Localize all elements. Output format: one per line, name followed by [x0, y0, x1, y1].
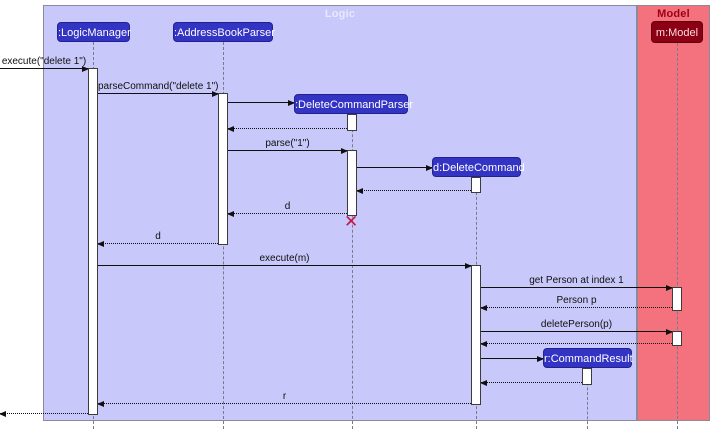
frame-model: Model: [637, 5, 710, 421]
arrowhead-icon: [0, 411, 6, 417]
message-create-command: [357, 155, 433, 171]
message-return-d-to-manager: d: [97, 231, 218, 247]
message-parse: parse("1"): [228, 138, 348, 154]
message-return-person: Person p: [480, 295, 672, 311]
message-create-parser: [228, 90, 295, 106]
arrowhead-icon: [480, 341, 487, 347]
message-label: execute(m): [259, 253, 310, 264]
message-return-result-init: [480, 370, 582, 386]
arrowhead-icon: [465, 263, 472, 269]
arrowhead-icon: [227, 211, 234, 217]
message-label: execute("delete 1"): [1, 56, 87, 67]
message-return-to-caller: [0, 401, 88, 417]
activation-model-2: [672, 331, 682, 346]
activation-command-result: [582, 368, 592, 385]
message-label: r: [282, 391, 287, 402]
actor-delete-command: d:DeleteCommand: [432, 157, 525, 177]
actor-delete-command-parser: :DeleteCommandParser: [294, 94, 413, 114]
message-return-d-to-parser: d: [227, 201, 347, 217]
message-label: Person p: [556, 295, 597, 306]
message-return-r: r: [97, 391, 471, 407]
arrowhead-icon: [480, 305, 487, 311]
lifeline-command-result: [587, 368, 588, 429]
message-label: d: [284, 201, 291, 212]
activation-delete-command-2: [471, 265, 481, 405]
message-parse-command: parseCommand("delete 1"): [98, 81, 219, 97]
message-label: parse("1"): [265, 138, 310, 149]
arrowhead-icon: [480, 380, 487, 386]
frame-model-title: Model: [657, 8, 690, 20]
activation-delete-command-parser-2: [347, 150, 357, 216]
message-label: parseCommand("delete 1"): [98, 81, 219, 92]
arrowhead-icon: [212, 91, 219, 97]
activation-delete-command-1: [471, 177, 481, 193]
arrowhead-icon: [97, 401, 104, 407]
activation-address-book-parser: [218, 93, 228, 245]
message-label: d: [155, 231, 161, 242]
activation-logic-manager: [88, 68, 98, 415]
arrowhead-icon: [227, 126, 234, 132]
message-label: get Person at index 1: [529, 275, 624, 286]
activation-delete-command-parser-1: [347, 114, 357, 131]
actor-address-book-parser: :AddressBookParser: [173, 22, 275, 42]
arrowhead-icon: [356, 188, 363, 194]
arrowhead-icon: [666, 329, 673, 335]
frame-logic-title: Logic: [324, 8, 356, 20]
message-execute-delete: execute("delete 1"): [0, 56, 89, 72]
message-get-person: get Person at index 1: [481, 275, 673, 291]
lifeline-model: [677, 43, 678, 429]
message-delete-person: deletePerson(p): [481, 319, 673, 335]
actor-model: m:Model: [651, 21, 703, 43]
message-create-result: [481, 346, 544, 362]
message-return-delete: [480, 331, 672, 347]
message-return-command-init: [356, 178, 471, 194]
actor-logic-manager: :LogicManager: [57, 22, 131, 42]
message-return-parser-init: [227, 116, 347, 132]
arrowhead-icon: [288, 100, 295, 106]
lifeline-delete-command-parser: [352, 114, 353, 429]
arrowhead-icon: [97, 241, 104, 247]
arrowhead-icon: [426, 165, 433, 171]
destroy-icon: ✕: [344, 212, 359, 231]
activation-model-1: [672, 287, 682, 311]
arrowhead-icon: [82, 66, 89, 72]
actor-command-result: r:CommandResult: [543, 348, 633, 368]
arrowhead-icon: [341, 148, 348, 154]
arrowhead-icon: [666, 285, 673, 291]
arrowhead-icon: [537, 356, 544, 362]
message-execute-m: execute(m): [98, 253, 472, 269]
message-label: deletePerson(p): [540, 319, 613, 330]
